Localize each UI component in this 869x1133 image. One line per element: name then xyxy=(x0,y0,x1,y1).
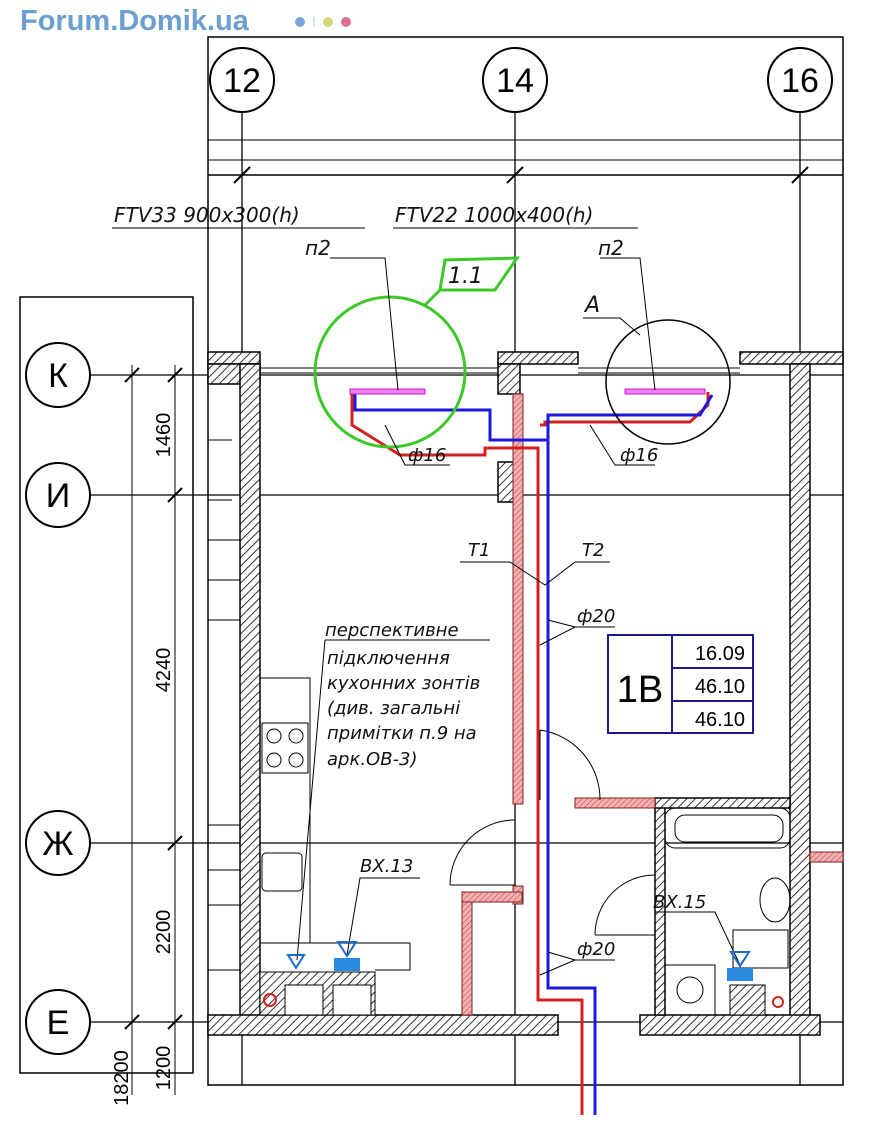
axis-label: К xyxy=(48,357,68,395)
burners xyxy=(266,728,304,768)
watermark-text: Forum.Domik.ua xyxy=(20,5,250,37)
note-line: (див. загальні xyxy=(327,698,460,719)
leader-line xyxy=(539,619,615,646)
washing-machine-drum xyxy=(676,976,704,1004)
washing-machine xyxy=(664,964,716,1016)
leader-line xyxy=(346,877,420,956)
apartment-info-table: 1В 16.09 46.10 46.10 xyxy=(607,634,754,734)
kitchen-counter xyxy=(259,677,311,944)
detail-label-1-1: 1.1 xyxy=(448,264,483,289)
axis-bubble-zh: Ж xyxy=(25,810,91,876)
bathtub xyxy=(664,807,791,849)
stairs xyxy=(208,439,240,971)
leader-line xyxy=(583,317,641,336)
watermark-logo: Forum.Domik.ua xyxy=(20,5,351,37)
riser-label-t2: T2 xyxy=(582,540,604,561)
axis-label: Е xyxy=(47,1004,70,1042)
axis-label: И xyxy=(46,477,70,515)
door-swing xyxy=(594,874,656,936)
leader-line xyxy=(330,257,399,391)
axis-bubble-i: И xyxy=(25,462,91,528)
counter-outline xyxy=(310,942,411,971)
leader-line xyxy=(544,561,610,586)
kitchen-hood-note: перспективне підключення кухонних зонтів… xyxy=(296,620,490,961)
radiator-tag-label: п2 xyxy=(305,236,331,260)
dimension-text: 1460 xyxy=(153,413,175,458)
leader-line xyxy=(600,257,656,391)
leader-line xyxy=(589,424,655,466)
note-line: підключення xyxy=(327,648,450,669)
dimension-panel xyxy=(19,296,194,1074)
appliance xyxy=(332,984,372,1016)
axis-label: Ж xyxy=(42,825,73,863)
sink xyxy=(261,852,303,892)
leader-line xyxy=(655,911,741,966)
pipe-diameter-label: ф16 xyxy=(620,445,658,466)
return-pipes xyxy=(353,392,714,1115)
axis-label: 14 xyxy=(496,62,534,100)
walls xyxy=(207,351,844,1036)
appliance xyxy=(729,984,766,1016)
note-line: арк.ОВ-3) xyxy=(327,749,418,770)
axis-label: 16 xyxy=(781,62,819,100)
cooktop xyxy=(261,722,309,774)
pipe-diameter-label: ф16 xyxy=(408,445,446,466)
outlet-label: ВХ.13 xyxy=(360,856,413,877)
detail-tag-1-1 xyxy=(423,256,520,307)
axis-label: 12 xyxy=(223,62,261,100)
exhaust-valve-icon xyxy=(286,941,753,981)
radiator-ftv33 xyxy=(349,388,426,395)
riser-label-t1: T1 xyxy=(468,540,490,561)
riser-marker xyxy=(772,996,784,1008)
radiator-model-label: FTV33 900x300(h) xyxy=(114,203,300,227)
door-swing xyxy=(539,729,601,801)
leader-line xyxy=(384,424,450,466)
detail-circle-a xyxy=(605,319,731,445)
axis-bubble-e: Е xyxy=(25,989,91,1055)
washbasin xyxy=(759,877,791,923)
detail-circle-1-1 xyxy=(313,295,467,449)
dimension-text: 2200 xyxy=(153,910,175,955)
apartment-value: 16.09 xyxy=(695,643,745,665)
radiator-model-label: FTV22 1000x400(h) xyxy=(395,203,593,227)
pipe-diameter-label: ф20 xyxy=(577,606,615,627)
apartment-label: 1В xyxy=(617,669,663,711)
axis-bubble-12: 12 xyxy=(209,47,275,113)
leader-line xyxy=(539,951,615,976)
door-swing xyxy=(449,819,516,886)
note-line: перспективне xyxy=(325,620,459,641)
outlet-label: ВХ.15 xyxy=(653,892,706,913)
apartment-value: 46.10 xyxy=(695,676,745,698)
radiator-tag-label: п2 xyxy=(598,236,624,260)
apartment-value: 46.10 xyxy=(695,709,745,731)
axis-bubble-14: 14 xyxy=(482,47,548,113)
axis-bubble-k: К xyxy=(25,342,91,408)
dimension-text: 1200 xyxy=(153,1046,175,1091)
leader-line xyxy=(460,561,546,586)
dimension-text: 4240 xyxy=(153,648,175,693)
riser-marker xyxy=(263,993,277,1007)
partitions xyxy=(461,393,844,1016)
axis-bubble-16: 16 xyxy=(767,47,833,113)
detail-label-a: А xyxy=(583,293,600,318)
sheet-frame xyxy=(207,36,844,1086)
dim-ticks xyxy=(124,367,183,1030)
appliance xyxy=(284,984,324,1016)
pipe-diameter-label: ф20 xyxy=(577,939,615,960)
radiator-ftv22 xyxy=(624,388,706,395)
note-line: кухонних зонтів xyxy=(327,673,480,694)
bathtub-inner xyxy=(674,814,784,843)
dimension-text: 18200 xyxy=(111,1050,133,1106)
note-line: примітки п.9 на xyxy=(327,723,477,744)
